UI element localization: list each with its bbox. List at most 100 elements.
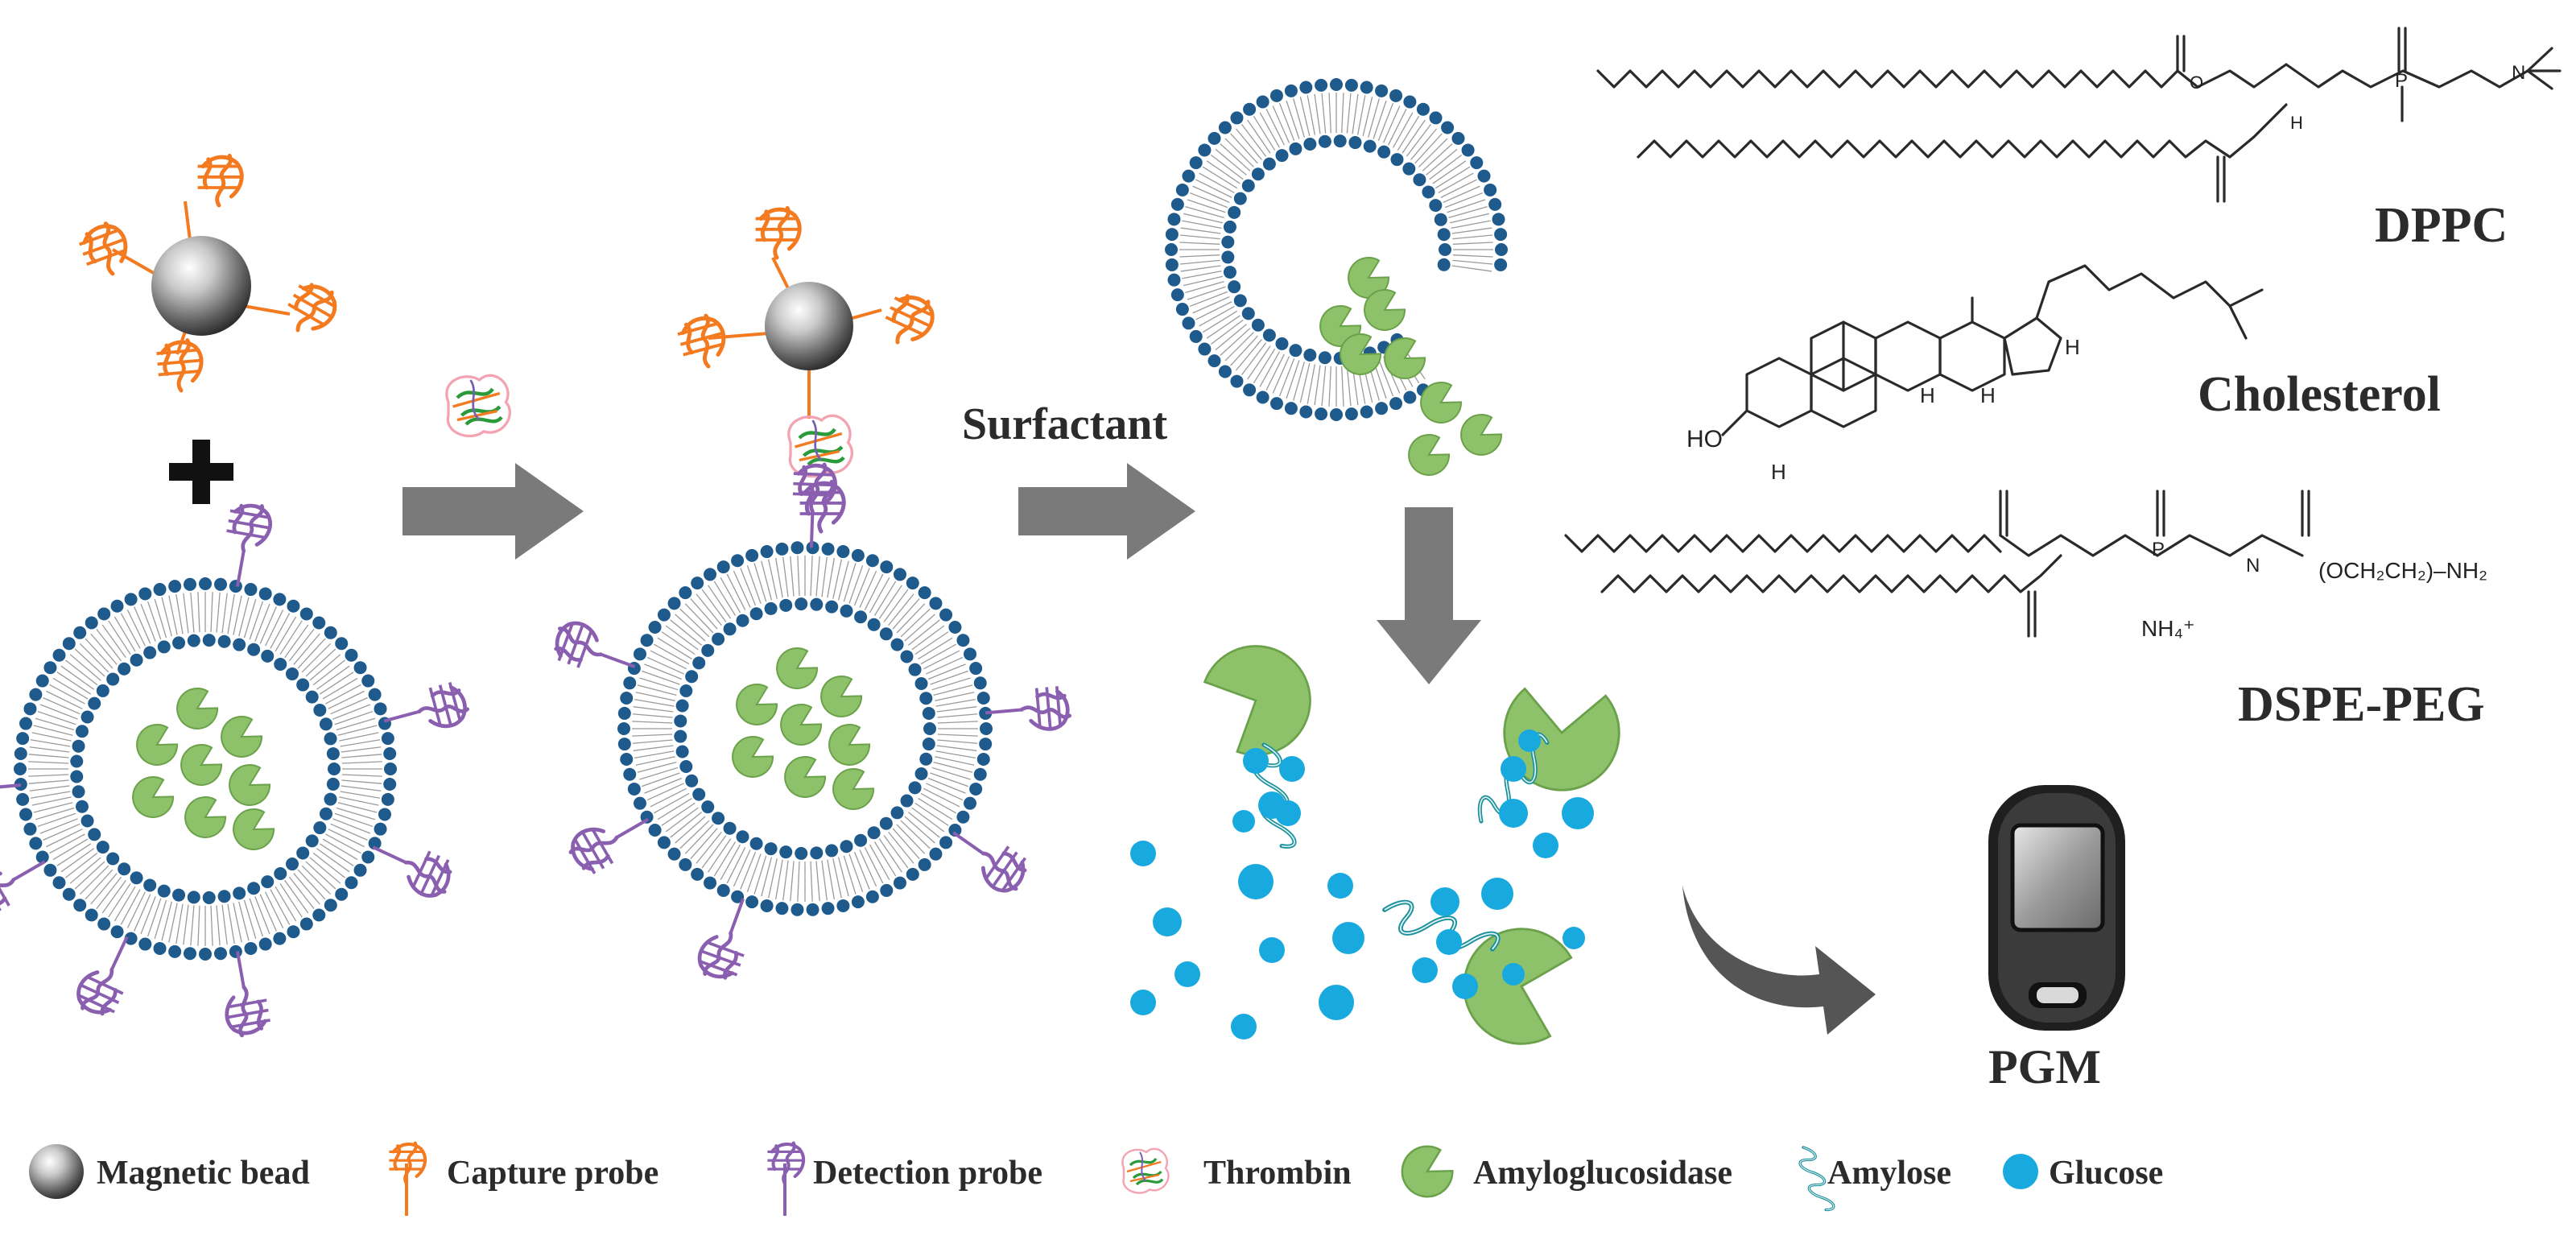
surfactant-label: Surfactant [962,399,1167,449]
liposome-with-detection-probes [0,501,470,1038]
lipid-head [806,541,819,555]
legend-label-capture-probe: Capture probe [447,1155,658,1192]
lipid-head [233,638,246,651]
lipid-head [976,753,990,767]
lipid-head [851,548,865,562]
legend-label-detection-probe: Detection probe [813,1155,1042,1192]
glucose-icon [1232,810,1255,833]
lipid-head [908,663,922,676]
lipid-head [88,828,101,841]
lipid-head [16,732,30,746]
lipid-head [14,777,27,791]
lipid-head [956,634,970,647]
lipid-head [716,883,730,897]
lipid-head [187,891,200,904]
lipid-head [80,814,94,828]
lipid-head [948,621,962,634]
lipid-head [620,691,634,705]
lipid-head [1165,258,1179,271]
lipid-head [361,850,375,864]
lipid-head [760,545,774,559]
glucose-icon [1174,961,1200,987]
lipid-head [919,692,933,705]
dppc-structure: O P N H [1596,27,2562,203]
lipid-head [184,947,197,961]
svg-text:P: P [2152,539,2165,560]
lipid-head [1439,243,1451,256]
lipid-head [854,610,868,624]
lipid-head [674,714,687,728]
legend-label-amylose: Amylose [1827,1155,1951,1192]
lipid-head [964,647,977,661]
cholesterol-label: Cholesterol [2198,367,2441,422]
amyloglucosidase-icon [820,717,876,774]
lipid-head [890,638,904,651]
lipid-head [880,560,894,574]
lipid-head [893,876,906,890]
lipid-head [1492,213,1505,226]
glucose-icon [1563,927,1585,949]
glucose-icon [1231,1014,1257,1039]
thrombin-icon [1121,1147,1170,1195]
lipid-head [52,876,66,890]
glucose-icon [1502,963,1525,986]
lipid-head [16,792,30,806]
lipid-head [914,677,928,691]
lipid-head [648,621,662,634]
lipid-head [1429,111,1443,125]
lipid-head [679,684,693,698]
lipid-head [1221,235,1235,249]
lipid-head [825,844,839,858]
lipid-head [1228,205,1241,219]
lipid-head [865,554,879,568]
lipid-head [1251,167,1265,181]
lipid-head [1360,81,1373,94]
lipid-head [1256,95,1269,109]
lipid-head [1377,145,1391,159]
lipid-head [764,842,778,856]
lipid-head [1208,354,1221,368]
lipid-head [1198,342,1212,356]
down-arrow-icon [1377,507,1481,684]
lipid-head [80,710,94,724]
lipid-head [1315,407,1328,421]
lipid-head [19,808,33,821]
svg-text:O: O [2190,72,2203,93]
lipid-head [313,703,327,717]
lipid-head [1494,228,1508,242]
lipid-head [749,837,763,850]
lipid-head [229,944,242,958]
dspe-peg-structure: P N (OCH₂CH₂)–NH₂ NH₄⁺ [1564,490,2487,641]
lipid-head [731,890,745,903]
amyloglucosidase-icon [213,709,268,766]
thrombin-icon [447,375,510,436]
lipid-head [378,808,391,821]
lipid-head [184,577,197,591]
lipid-head [1348,136,1362,150]
glucose-icon [1327,873,1353,899]
svg-text:H: H [1980,383,1996,407]
lipid-head [692,787,706,801]
lipid-head [319,807,332,820]
liposome-with-detection-probes [549,464,1070,985]
lipid-head [939,836,953,849]
glucose-molecules [1130,729,1594,1039]
amyloglucosidase-icon [1392,1137,1460,1207]
curved-arrow-icon [1682,886,1876,1035]
lipid-head [923,722,936,735]
lipid-head [867,826,881,840]
lipid-head [85,616,98,630]
glucose-icon [1499,799,1528,828]
lipid-head [299,917,313,931]
lipid-head [1413,173,1426,187]
detection-probe-icon [694,925,749,984]
legend-label-magnetic-bead: Magnetic bead [97,1155,310,1192]
lipid-head [633,796,646,810]
lipid-head [922,706,935,720]
lipid-head [1289,142,1302,155]
lipid-head [922,738,935,751]
lipid-head [345,876,358,890]
lipid-head [1228,280,1241,294]
lipid-head [731,554,745,568]
lipid-head [679,586,692,600]
